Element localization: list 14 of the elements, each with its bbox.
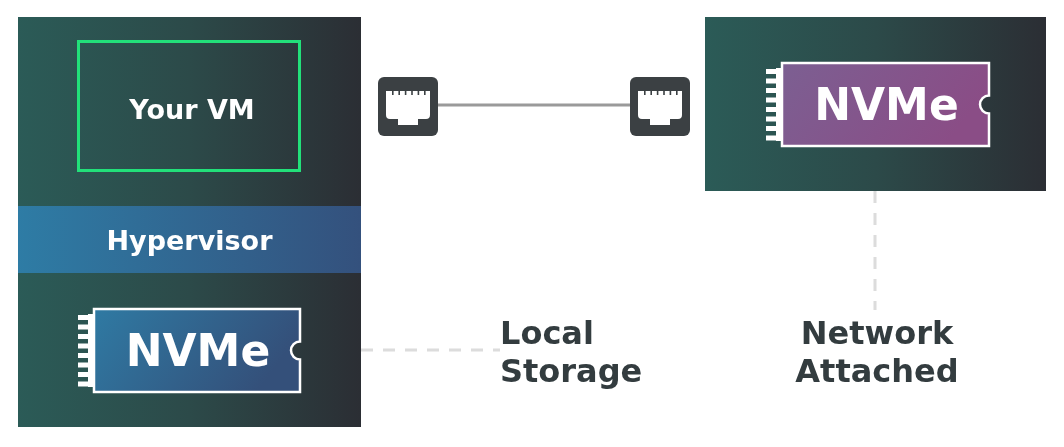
chip-label: NVMe xyxy=(125,328,271,373)
dashed-leader-line xyxy=(873,191,877,310)
storage-server-panel xyxy=(705,17,1046,191)
storage-type-text: Network Attached xyxy=(794,313,960,391)
hypervisor-band xyxy=(18,206,361,273)
storage-type-text: Local Storage xyxy=(500,313,644,391)
chip-label: NVMe xyxy=(814,82,959,127)
server-panel xyxy=(18,17,361,427)
vm-box xyxy=(77,40,301,172)
network-cable-line xyxy=(438,103,630,107)
ethernet-port-icon xyxy=(630,77,690,136)
ethernet-port-icon xyxy=(378,77,438,136)
vm-label: Your VM xyxy=(129,95,255,123)
dashed-leader-line xyxy=(361,348,500,352)
